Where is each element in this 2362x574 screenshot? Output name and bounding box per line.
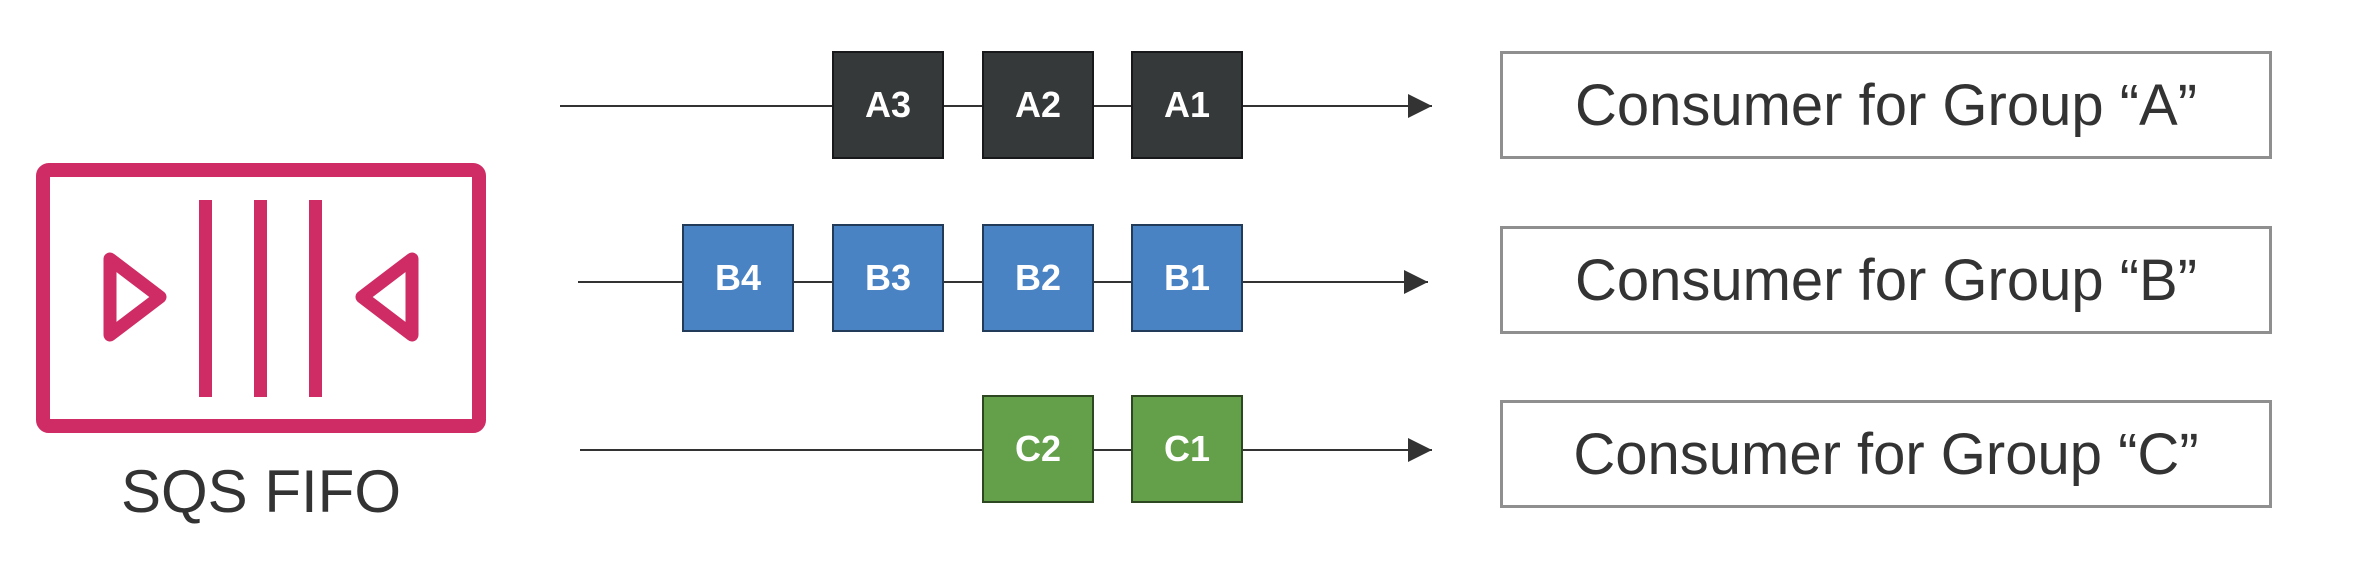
message-b4: B4 <box>682 224 794 332</box>
arrow-icon-group-a <box>1408 94 1432 118</box>
message-c2: C2 <box>982 395 1094 503</box>
message-b1: B1 <box>1131 224 1243 332</box>
message-c1: C1 <box>1131 395 1243 503</box>
arrow-icon-group-b <box>1404 270 1428 294</box>
sqs-fifo-queue-icon <box>36 163 486 433</box>
message-b3: B3 <box>832 224 944 332</box>
consumer-group-c: Consumer for Group “C” <box>1500 400 2272 508</box>
consumer-group-a: Consumer for Group “A” <box>1500 51 2272 159</box>
message-b2: B2 <box>982 224 1094 332</box>
message-a2: A2 <box>982 51 1094 159</box>
sqs-fifo-label: SQS FIFO <box>120 458 402 525</box>
message-a1: A1 <box>1131 51 1243 159</box>
arrow-icon-group-c <box>1408 438 1432 462</box>
consumer-group-b: Consumer for Group “B” <box>1500 226 2272 334</box>
message-a3: A3 <box>832 51 944 159</box>
